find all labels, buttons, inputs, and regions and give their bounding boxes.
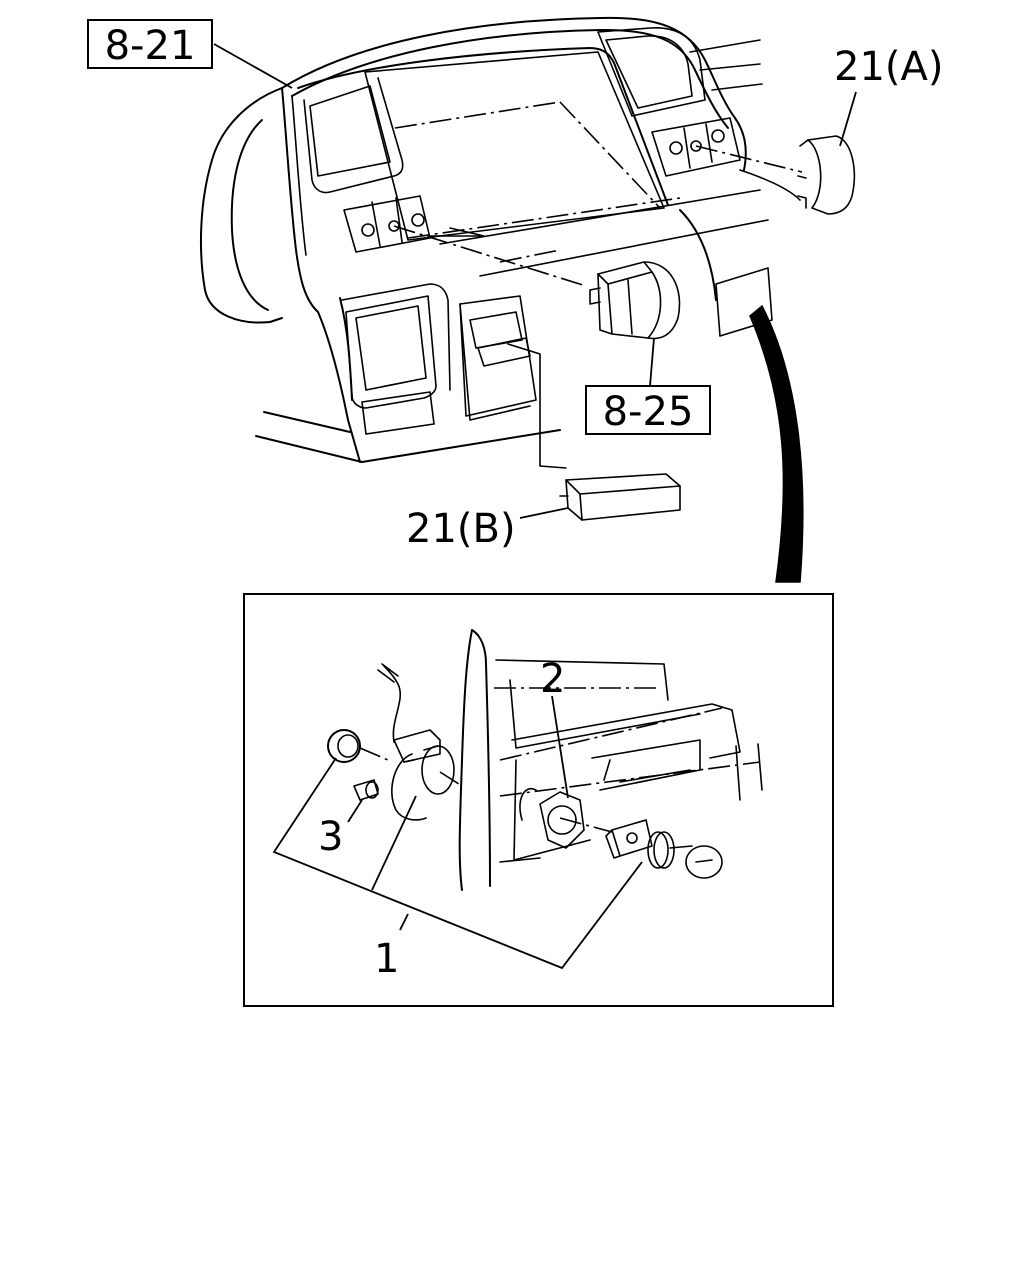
part-21b-label: 21(B) <box>406 506 516 552</box>
detail-arrow <box>749 304 804 583</box>
part-3-label: 3 <box>318 814 343 860</box>
ref-8-21-label: 8-21 <box>105 23 196 69</box>
ref-8-21-box <box>87 19 213 69</box>
ref-8-25-label: 8-25 <box>603 389 694 435</box>
detail-inset-frame <box>243 593 834 1007</box>
part-2-label: 2 <box>540 656 565 702</box>
leader-lines-upper <box>213 43 857 519</box>
leader-lines-inset <box>272 695 643 970</box>
switch-8-25-part <box>589 261 681 340</box>
ref-8-25-box <box>585 385 711 435</box>
inset-panel-drawing <box>327 629 763 891</box>
instrument-panel-drawing <box>200 16 801 463</box>
cover-21b-part <box>559 473 681 521</box>
part-1-label: 1 <box>374 936 399 982</box>
part-21a-label: 21(A) <box>834 44 943 90</box>
cover-21a-part <box>797 135 856 215</box>
